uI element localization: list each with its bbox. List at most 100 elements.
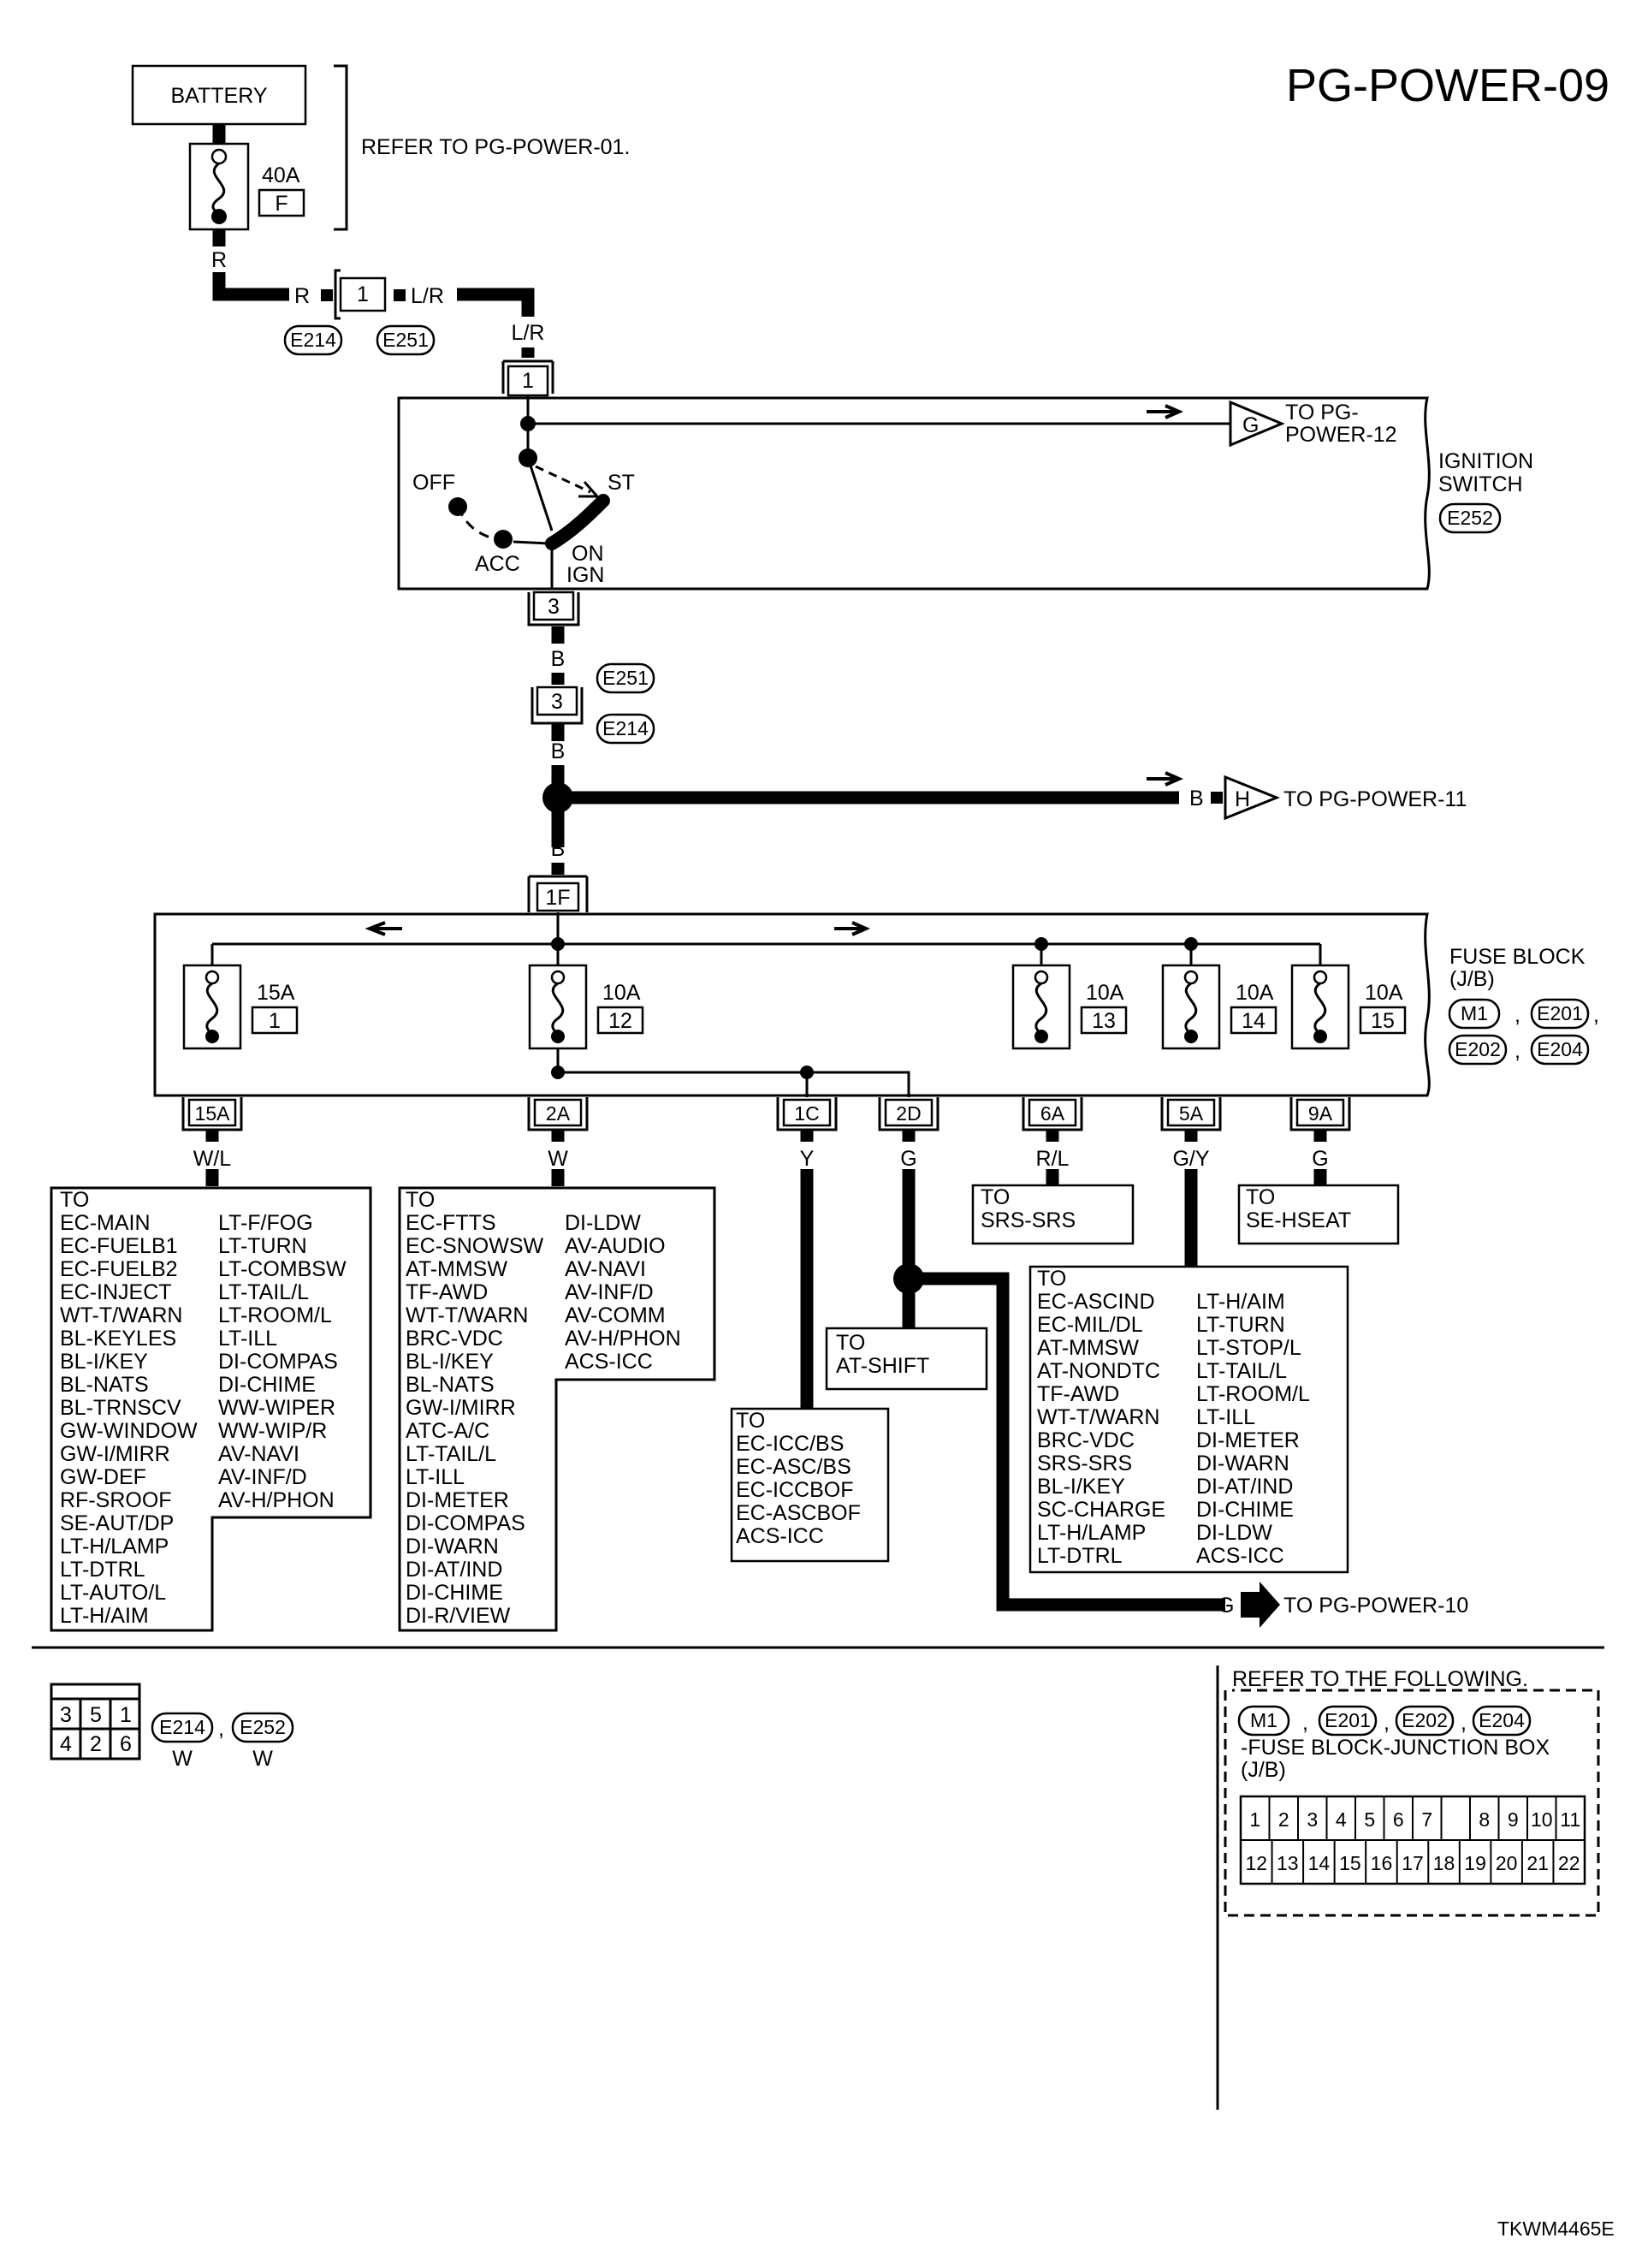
dest-item: ACS-ICC: [1196, 1544, 1284, 1568]
dest-item: BL-I/KEY: [406, 1350, 494, 1374]
dest-item: SC-CHARGE: [1037, 1498, 1165, 1522]
jb-pin: 4: [1336, 1808, 1347, 1831]
dest-item: DI-COMPAS: [406, 1511, 525, 1535]
dest-item: BL-I/KEY: [1037, 1475, 1125, 1499]
dest-item: AT-SHIFT: [836, 1354, 929, 1378]
dest-to-label: TO: [1037, 1267, 1066, 1291]
fb-sep2: ,: [1593, 1003, 1599, 1027]
fuse-number: 1: [269, 1009, 281, 1033]
dest-item: GW-I/MIRR: [60, 1442, 170, 1466]
fuse-amp: 15A: [257, 981, 295, 1005]
fuse-number: 15: [1371, 1009, 1395, 1033]
dest-item: TF-AWD: [406, 1280, 488, 1304]
fuse-40a-amp: 40A: [262, 163, 300, 187]
face-pin: 1: [120, 1703, 132, 1727]
fuse-block-pin: 6A: [1040, 1102, 1065, 1125]
jb-pin: 3: [1307, 1808, 1318, 1831]
conn-e252-oval: [1438, 502, 1502, 534]
dest-item: BL-KEYLES: [60, 1327, 176, 1351]
jb-pin: 16: [1371, 1852, 1393, 1874]
to-pg10-label: TO PG-POWER-10: [1283, 1594, 1468, 1618]
dest-item: LT-TAIL/L: [1196, 1359, 1287, 1383]
footer-code: TKWM4465E: [1497, 2218, 1615, 2240]
middle-section: B E251 3 E214 B B H TO PG-POWER-11 B 1F: [527, 626, 1467, 912]
face-pin: 4: [60, 1732, 72, 1756]
ign-out-pin: 3: [548, 595, 560, 619]
mid-conn-e214: E214: [602, 717, 649, 739]
dest-item: EC-FTTS: [406, 1211, 496, 1235]
dest-6a-box: [971, 1184, 1135, 1245]
jb-pin: 1: [1249, 1808, 1260, 1831]
wire-color: Y: [800, 1147, 815, 1171]
dest-item: EC-MIL/DL: [1037, 1313, 1143, 1337]
mid-to-h-tag: H: [1235, 787, 1250, 811]
refer-box: REFER TO THE FOLLOWING. M1 , E201 , E202…: [1224, 1667, 1600, 1917]
fb-name-1: FUSE BLOCK: [1449, 945, 1586, 969]
face-color1: W: [172, 1747, 193, 1771]
dest-item: ACS-ICC: [736, 1524, 824, 1548]
dest-item: AV-COMM: [565, 1303, 666, 1327]
jb-pin: 9: [1508, 1808, 1519, 1831]
wire-color: W/L: [193, 1147, 232, 1171]
jb-pin: 10: [1531, 1808, 1553, 1831]
dest-item: GW-DEF: [60, 1465, 146, 1489]
wire-color: W: [548, 1147, 568, 1171]
dest-item: DI-CHIME: [218, 1373, 316, 1397]
conn1-e214: E214: [290, 329, 336, 351]
fb-c1: M1: [1461, 1002, 1488, 1024]
battery-refer-note: REFER TO PG-POWER-01.: [361, 135, 630, 159]
dest-1c-box: [730, 1407, 890, 1563]
face-pin: 5: [90, 1703, 102, 1727]
ign-in-color: L/R: [512, 321, 545, 345]
conn1-left-color: R: [294, 284, 310, 308]
dest-item: LT-TAIL/L: [218, 1280, 309, 1304]
face-pin: 6: [120, 1732, 132, 1756]
jb-pin: 21: [1526, 1852, 1549, 1874]
dest-to-label: TO: [60, 1188, 89, 1212]
dest-item: EC-SNOWSW: [406, 1234, 544, 1258]
face-color2: W: [252, 1747, 273, 1771]
conn-e214-oval: [283, 324, 343, 356]
dest-item: AV-INF/D: [565, 1280, 654, 1304]
fuse-number: 13: [1092, 1009, 1116, 1033]
fuse-amp: 10A: [1086, 981, 1124, 1005]
dest-item: LT-TAIL/L: [406, 1442, 496, 1466]
mid-conn-e251: E251: [602, 667, 649, 689]
dest-item: BL-NATS: [406, 1373, 495, 1397]
ign-to-g-line2: POWER-12: [1285, 423, 1397, 447]
refer-c2: E201: [1325, 1709, 1371, 1731]
ign-pos-off: OFF: [412, 471, 455, 495]
dest-to-label: TO: [1246, 1185, 1275, 1209]
dest-item: LT-H/AIM: [1196, 1290, 1285, 1314]
fb-sep3: ,: [1514, 1039, 1520, 1063]
dest-item: EC-FUELB2: [60, 1257, 178, 1281]
mid-to-h-color: B: [1189, 787, 1204, 810]
dest-item: SE-HSEAT: [1246, 1208, 1351, 1232]
dest-5a-list: TOEC-ASCINDEC-MIL/DLAT-MMSWAT-NONDTCTF-A…: [1037, 1267, 1310, 1568]
fuse-block-pin: 1C: [794, 1102, 819, 1125]
dest-item: DI-AT/IND: [406, 1558, 502, 1582]
jb-pin: 6: [1393, 1808, 1404, 1831]
face-c1: E214: [159, 1716, 205, 1738]
jb-pin: 12: [1245, 1852, 1267, 1874]
dest-15a-list: TOEC-MAINEC-FUELB1EC-FUELB2EC-INJECTWT-T…: [60, 1188, 347, 1628]
jb-pin: 19: [1464, 1852, 1486, 1874]
fb-c3: E202: [1455, 1038, 1501, 1060]
dest-item: AV-NAVI: [218, 1442, 299, 1466]
face-c2: E252: [240, 1716, 286, 1738]
dest-item: EC-FUELB1: [60, 1234, 178, 1258]
mid-pin3: 3: [551, 690, 563, 714]
dest-item: BL-TRNSCV: [60, 1396, 181, 1420]
dest-item: LT-STOP/L: [1196, 1336, 1301, 1360]
dest-item: EC-INJECT: [60, 1280, 172, 1304]
diagram-title: PG-POWER-09: [1286, 60, 1609, 111]
dest-item: LT-ROOM/L: [218, 1303, 332, 1327]
dest-item: BRC-VDC: [1037, 1428, 1135, 1452]
dest-item: GW-WINDOW: [60, 1419, 198, 1443]
fuse-amp: 10A: [1236, 981, 1274, 1005]
